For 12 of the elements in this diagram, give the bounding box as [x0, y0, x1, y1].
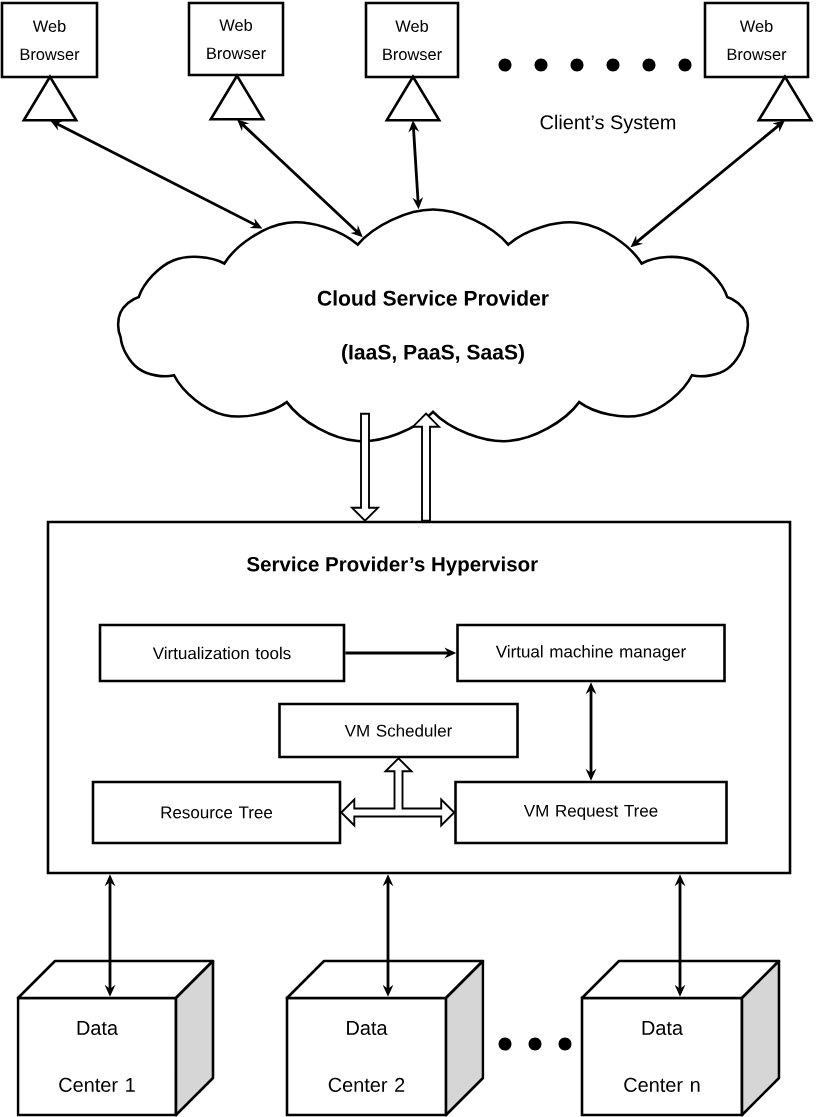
process-box: VM Scheduler — [278, 702, 519, 759]
hollow-arrow — [410, 412, 442, 522]
data-center-cube: Data Center 1 — [16, 959, 215, 1117]
data-center-cube: Data Center 2 — [285, 959, 485, 1117]
client-label: Client’s System — [540, 114, 676, 134]
process-box: Virtual machine manager — [456, 623, 726, 683]
process-box: Virtualization tools — [98, 623, 346, 683]
data-center-cube: Data Center n — [580, 959, 781, 1117]
hollow-arrow — [349, 412, 381, 523]
process-box: Resource Tree — [91, 780, 342, 845]
browser-box: Web Browser — [703, 1, 810, 79]
process-box: VM Request Tree — [454, 780, 728, 845]
